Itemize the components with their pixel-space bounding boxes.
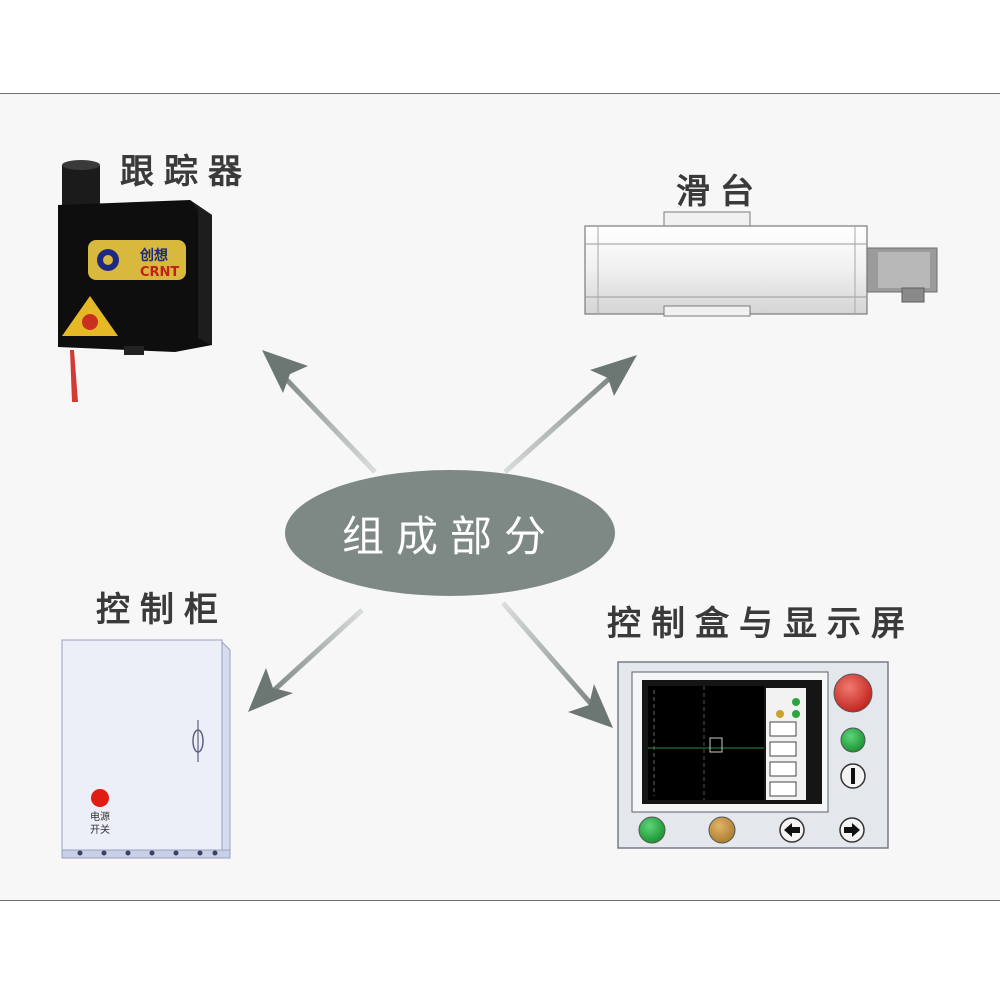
cabinet-label: 控制柜 — [96, 590, 228, 630]
arrow-to-cabinet — [248, 608, 364, 712]
controlbox-label: 控制盒与显示屏 — [607, 604, 915, 644]
slide-table — [584, 211, 938, 317]
control-cabinet — [61, 639, 231, 859]
tracker-brand-en: CRNT — [140, 265, 179, 280]
cabinet-switch-label-2: 开关 — [90, 823, 110, 836]
control-box — [617, 661, 889, 849]
cabinet-switch-label-1: 电源 — [90, 810, 110, 823]
arrow-to-slide — [503, 355, 637, 474]
slide-label: 滑台 — [676, 172, 764, 212]
center-label: 组成部分 — [341, 511, 558, 561]
center-ellipse — [285, 470, 615, 596]
tracker-brand-cn: 创想 — [139, 247, 168, 264]
arrow-to-tracker — [262, 350, 377, 474]
arrow-to-controlbox — [501, 601, 613, 728]
tracker-label: 跟踪器 — [120, 152, 252, 192]
tracker-device — [58, 160, 212, 402]
